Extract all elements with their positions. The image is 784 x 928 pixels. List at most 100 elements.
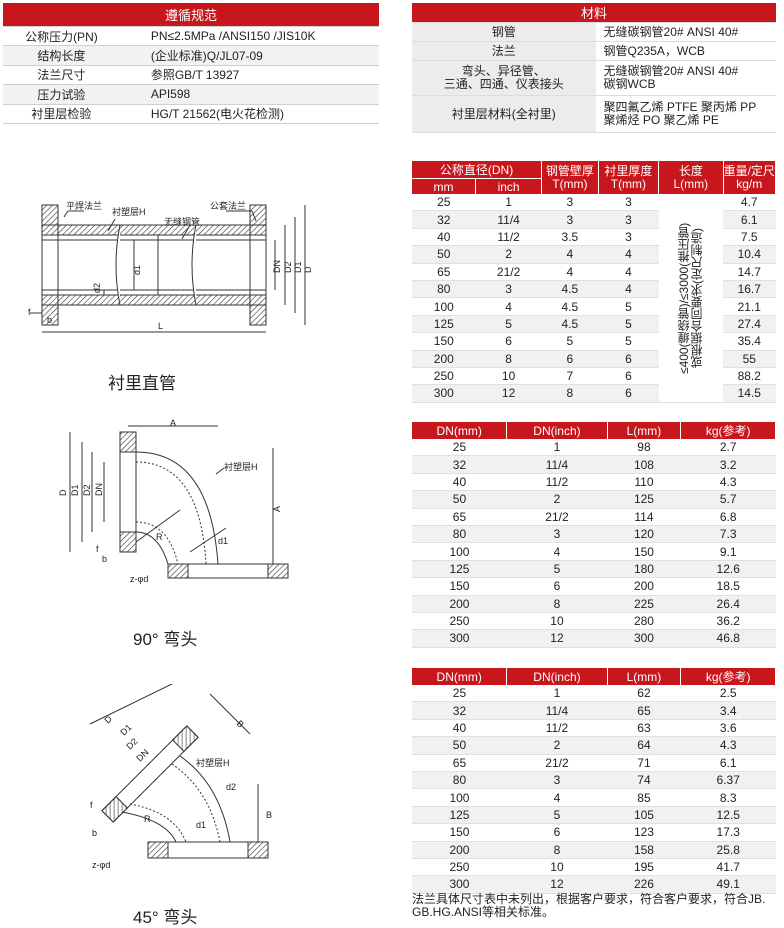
- table-cell: 4: [541, 263, 599, 281]
- table-cell: 6: [598, 367, 659, 386]
- label-flat-flange: 平焊法兰: [66, 200, 102, 211]
- table-cell: 225: [607, 595, 681, 613]
- table-cell: 2.7: [680, 439, 776, 457]
- column-header: DN(mm): [412, 422, 508, 439]
- table-cell: 40: [412, 473, 507, 492]
- e45-label-DN: DN: [134, 747, 150, 763]
- label-d1: d1: [132, 265, 142, 275]
- table-cell: 4.5: [541, 297, 599, 316]
- table-cell: 250: [412, 612, 507, 631]
- e90-label-b: b: [102, 554, 107, 564]
- table-cell: 6: [475, 332, 542, 351]
- table-cell: 5: [541, 332, 599, 351]
- column-header: DN(mm): [412, 668, 508, 685]
- table-cell: 32: [412, 455, 507, 474]
- table-cell: 125: [412, 806, 507, 825]
- table-cell: 110: [607, 473, 681, 492]
- table-cell: 49.1: [680, 875, 776, 894]
- materials-row: 法兰钢管Q235A，WCB: [412, 41, 776, 61]
- table-cell: 4: [598, 263, 659, 281]
- elbow45-drawing: D D1 D2 DN B 衬塑层H d2 d1 R f b B z-φd: [89, 684, 272, 870]
- e90-label-R: R: [156, 532, 163, 542]
- e90-label-f: f: [96, 544, 99, 554]
- table-cell: 12.5: [680, 806, 776, 825]
- e90-label-lining: 衬塑层H: [224, 461, 258, 472]
- table-cell: 3: [541, 194, 599, 212]
- table-cell: 88.2: [723, 367, 776, 386]
- column-header: kg(参考): [680, 668, 776, 685]
- table-cell: 12.6: [680, 560, 776, 579]
- table-cell: 8: [475, 350, 542, 368]
- table-cell: 21/2: [506, 508, 608, 526]
- table-cell: 41.7: [680, 858, 776, 877]
- e45-label-zd: z-φd: [92, 860, 110, 870]
- table-cell: 8: [541, 384, 599, 403]
- table-cell: 125: [607, 490, 681, 509]
- standards-value: API598: [119, 84, 379, 105]
- table-cell: 280: [607, 612, 681, 631]
- table-cell: 150: [607, 542, 681, 561]
- table-cell: 32: [412, 210, 476, 229]
- table-cell: 14.7: [723, 263, 776, 281]
- table-cell: 4: [475, 297, 542, 316]
- table-cell: 6.8: [680, 508, 776, 526]
- e45-label-D: D: [102, 713, 114, 725]
- materials-row: 弯头、异径管、 三通、四通、仪表接头无缝碳钢管20# ANSI 40# 碳钢WC…: [412, 60, 776, 96]
- straight-pipe-drawing: 平焊法兰 衬塑层H 无缝钢管 公套法兰 d1 d2 DN D2 D1 D f b…: [28, 200, 313, 333]
- table-cell: 11/2: [506, 719, 608, 738]
- label-D1: D1: [293, 261, 303, 273]
- label-D2: D2: [283, 261, 293, 273]
- table-cell: 85: [607, 788, 681, 807]
- table-cell: 4: [506, 788, 608, 807]
- column-header: kg(参考): [680, 422, 776, 439]
- table-cell: 32: [412, 701, 507, 720]
- table-cell: 5: [598, 315, 659, 334]
- table-cell: 300: [412, 629, 507, 648]
- table-cell: 8: [506, 595, 608, 613]
- table-cell: 21/2: [506, 754, 608, 772]
- table-cell: 80: [412, 771, 507, 790]
- table-cell: 100: [412, 788, 507, 807]
- materials-value: 钢管Q235A，WCB: [595, 41, 776, 61]
- e45-label-B: B: [235, 718, 246, 729]
- standards-header: 遵循规范: [3, 3, 379, 27]
- table-cell: 7.3: [680, 525, 776, 544]
- col-weight: 重量/定尺 kg/m: [723, 161, 777, 194]
- standards-row: 公称压力(PN)PN≤2.5MPa /ANSI150 /JIS10K: [3, 26, 379, 47]
- table-cell: 26.4: [680, 595, 776, 613]
- table-cell: 50: [412, 245, 476, 264]
- table-cell: 14.5: [723, 384, 776, 403]
- table-cell: 200: [412, 350, 476, 368]
- standards-value: HG/T 21562(电火花检测): [119, 104, 379, 124]
- table-cell: 46.8: [680, 629, 776, 648]
- table-cell: 123: [607, 823, 681, 842]
- table-cell: 98: [607, 439, 681, 457]
- e90-label-D1: D1: [70, 484, 80, 496]
- e45-label-R: R: [144, 814, 151, 824]
- table-cell: 9.1: [680, 542, 776, 561]
- flange-note: 法兰具体尺寸表中未列出，根据客户要求，符合客户要求，符合JB. GB.HG.AN…: [412, 892, 766, 919]
- table-cell: 35.4: [723, 332, 776, 351]
- table-cell: 2: [506, 736, 608, 755]
- table-cell: 5: [506, 806, 608, 825]
- table-cell: 25: [412, 194, 476, 212]
- standards-value: 参照GB/T 13927: [119, 65, 379, 86]
- materials-key: 衬里层材料(全衬里): [412, 95, 596, 133]
- table-cell: 11/4: [475, 210, 542, 229]
- table-cell: 1: [475, 194, 542, 212]
- table-cell: 3: [475, 280, 542, 299]
